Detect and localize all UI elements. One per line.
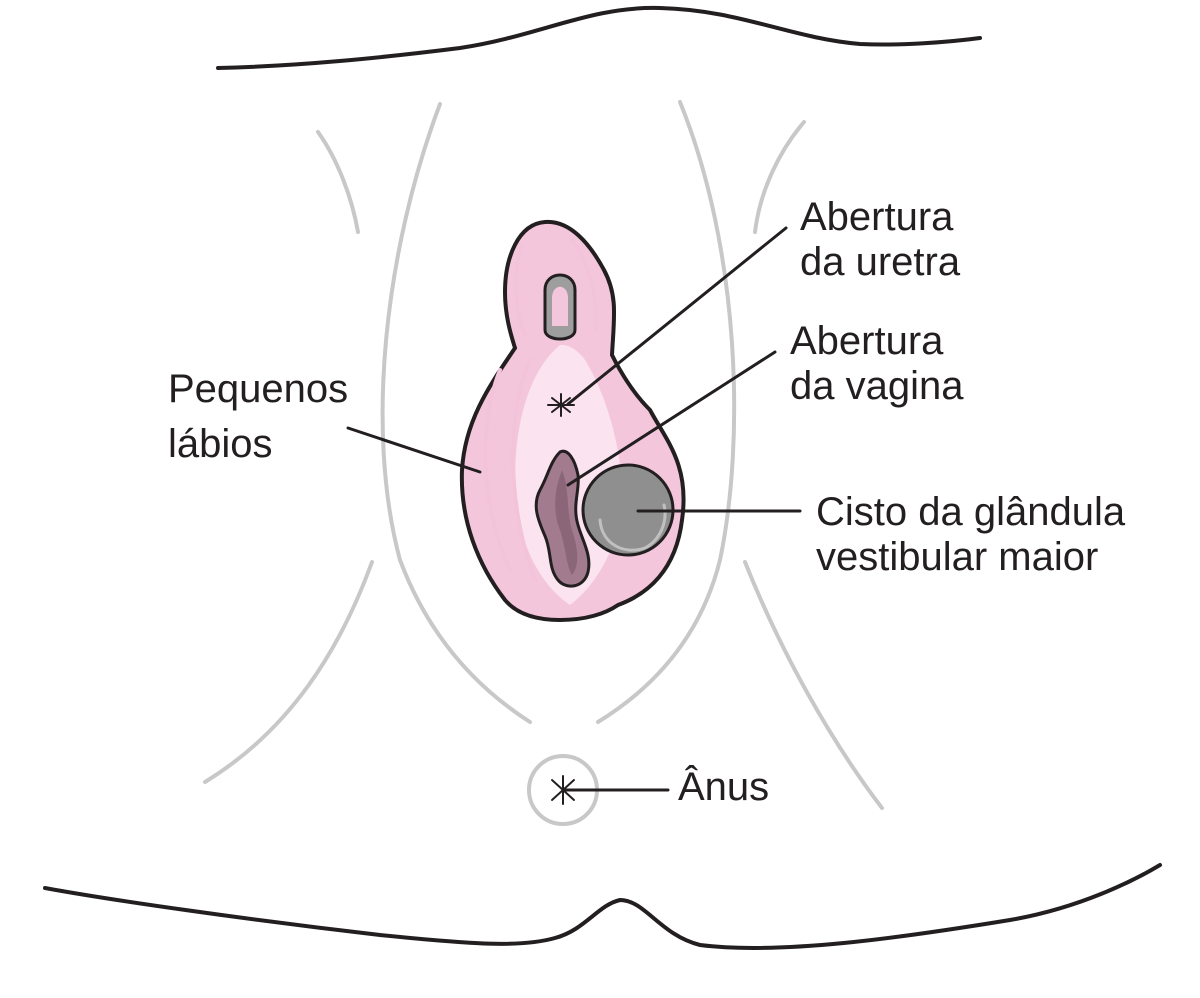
urethra-label-line-1: Abertura [800,195,954,239]
left-outer-thigh-contour [316,130,360,234]
right-buttock-contour [743,560,884,810]
bartholin-cyst-highlight [598,503,667,552]
labia-label-line-2: lábios [168,422,273,466]
labia-fold-top-right [570,238,599,332]
labia-label: Pequenos lábios [168,367,359,466]
left-buttock-contour [203,560,374,784]
cyst-label-line-2: vestibular maior [816,535,1098,579]
labia-label-line-1: Pequenos [168,367,348,411]
urethra-label-line-2: da uretra [800,240,961,284]
urethra-leader-line [566,226,788,406]
right-outer-thigh-contour [753,120,806,234]
vagina-label-line-2: da vagina [790,364,964,408]
labia-fold-top [513,243,527,337]
urethral-opening [547,393,575,417]
vagina-label: Abertura da vagina [790,319,964,408]
buttocks-outline [43,863,1162,950]
clitoral-hood-inner [552,286,568,326]
labia-leader-line [346,426,482,474]
cyst-label-line-1: Cisto da glândula [816,490,1126,534]
right-inner-thigh-contour [596,100,737,724]
vagina-label-line-1: Abertura [790,319,944,363]
anus [551,775,575,805]
vaginal-opening-shadow [555,470,578,575]
labia-fold-left-inner [511,358,537,582]
vagina-leader-line [566,350,777,487]
urethra-label: Abertura da uretra [800,195,965,284]
cyst-label: Cisto da glândula vestibular maior [816,490,1136,579]
left-inner-thigh-contour [380,102,532,724]
upper-body-outline [216,5,982,70]
labia-fold-left [483,368,512,572]
anus-label: Ânus [678,764,769,809]
